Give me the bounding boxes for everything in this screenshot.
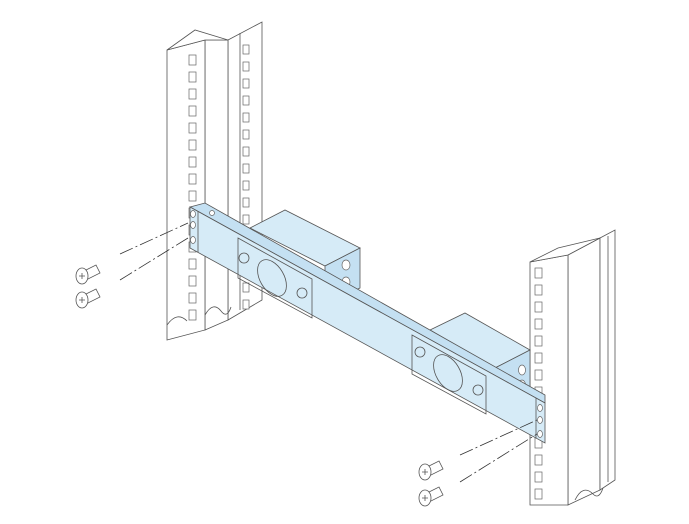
screw-icon	[418, 486, 444, 507]
mounting-bracket	[188, 202, 546, 444]
square-hole	[534, 352, 543, 364]
square-hole	[242, 129, 250, 140]
square-hole	[534, 267, 543, 279]
screws	[75, 264, 444, 507]
square-hole	[534, 454, 543, 466]
square-hole	[188, 71, 197, 83]
square-hole	[188, 275, 197, 287]
screw-icon	[75, 288, 101, 309]
square-hole	[534, 471, 543, 483]
square-hole	[188, 105, 197, 117]
square-hole	[534, 369, 543, 381]
square-hole	[188, 139, 197, 151]
screw-icon	[75, 264, 101, 285]
square-hole	[242, 146, 250, 157]
square-hole	[188, 54, 197, 66]
square-hole	[242, 78, 250, 89]
square-hole	[242, 112, 250, 123]
square-hole	[188, 88, 197, 100]
square-hole	[242, 61, 250, 72]
left-rack-post	[166, 21, 263, 341]
square-hole	[242, 44, 250, 55]
square-hole	[188, 190, 197, 202]
square-hole	[242, 282, 250, 293]
square-hole	[242, 197, 250, 208]
square-hole	[242, 299, 250, 310]
square-hole	[534, 301, 543, 313]
screw-insertion-lines	[119, 222, 538, 483]
square-hole	[188, 258, 197, 270]
square-hole	[534, 335, 543, 347]
square-hole	[534, 488, 543, 500]
square-hole	[534, 284, 543, 296]
screw-icon	[418, 460, 444, 481]
square-hole	[188, 122, 197, 134]
square-hole	[188, 309, 197, 321]
square-hole	[242, 214, 250, 225]
square-hole	[242, 95, 250, 106]
square-hole	[188, 292, 197, 304]
square-hole	[188, 173, 197, 185]
right-rack-post	[529, 229, 616, 506]
square-hole	[242, 163, 250, 174]
square-hole	[242, 180, 250, 191]
square-hole	[188, 156, 197, 168]
square-hole	[534, 318, 543, 330]
